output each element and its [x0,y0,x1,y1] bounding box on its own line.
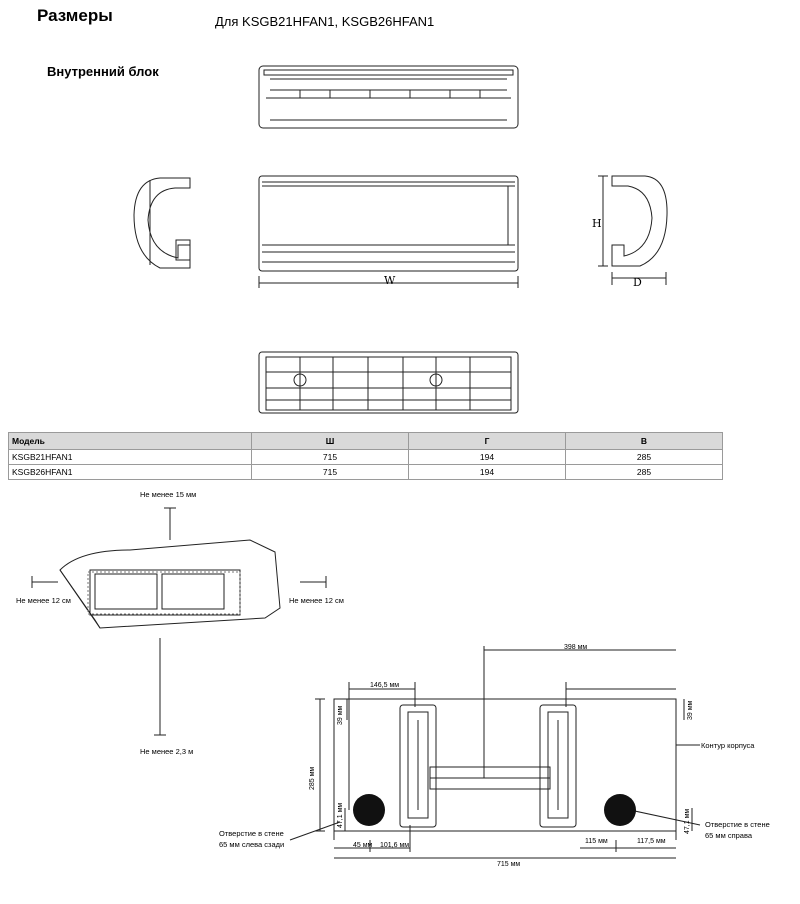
dim-117: 117,5 мм [637,838,666,845]
indoor-unit-left-side-view [133,177,191,269]
hole-left-label-2: 65 мм слева сзади [219,840,285,849]
dim-285: 285 мм [309,766,316,790]
installation-clearance-drawing [31,507,327,736]
table-cell: 285 [565,449,723,465]
dim-47-right: 47,1 мм [684,808,691,834]
dimension-table: Модель Ш Г В KSGB21HFAN1 715 194 285 KSG… [8,432,723,480]
section-title: Внутренний блок [47,64,159,79]
hole-right-label-2: 65 мм справа [705,831,753,840]
mounting-plate-drawing [289,646,701,859]
col-height: В [565,432,723,450]
indoor-unit-right-side-view [598,175,668,285]
hole-left-label-1: Отверстие в стене [219,829,284,838]
table-cell: 715 [251,449,409,465]
col-depth: Г [408,432,566,450]
clearance-left: Не менее 12 см [16,596,71,605]
model-list: Для KSGB21HFAN1, KSGB26HFAN1 [215,14,435,29]
dim-39-right: 39 мм [687,700,694,720]
dim-115: 115 мм [585,838,608,845]
table-row: KSGB21HFAN1 715 194 285 [8,449,723,465]
right-wall-hole [604,794,636,826]
dim-146: 146,5 мм [370,682,400,689]
table-header-row: Модель Ш Г В [8,432,723,450]
clearance-floor: Не менее 2,3 м [140,747,194,756]
dim-47-left: 47,1 мм [337,802,344,828]
col-model: Модель [8,432,252,450]
col-width: Ш [251,432,409,450]
height-label: H [592,217,602,230]
left-wall-hole [353,794,385,826]
indoor-unit-top-view [258,65,519,129]
dim-39-left: 39 мм [337,705,344,725]
width-label: W [384,274,396,287]
hole-right-label-1: Отверстие в стене [705,820,770,829]
indoor-unit-front-view [258,175,519,288]
indoor-unit-bottom-view [258,351,519,414]
table-cell: 194 [408,464,566,480]
dim-715: 715 мм [497,861,521,868]
page-title: Размеры [37,6,113,25]
table-cell: 194 [408,449,566,465]
table-row: KSGB26HFAN1 715 194 285 [8,464,723,480]
table-cell: KSGB26HFAN1 [8,464,252,480]
dim-101: 101,6 мм [380,842,410,849]
contour-label: Контур корпуса [701,741,755,750]
dim-398: 398 мм [564,644,588,651]
table-cell: KSGB21HFAN1 [8,449,252,465]
depth-label: D [633,276,642,289]
table-cell: 715 [251,464,409,480]
dim-45: 45 мм [353,842,373,849]
table-cell: 285 [565,464,723,480]
clearance-top: Не менее 15 мм [140,490,197,499]
clearance-right: Не менее 12 см [289,596,344,605]
